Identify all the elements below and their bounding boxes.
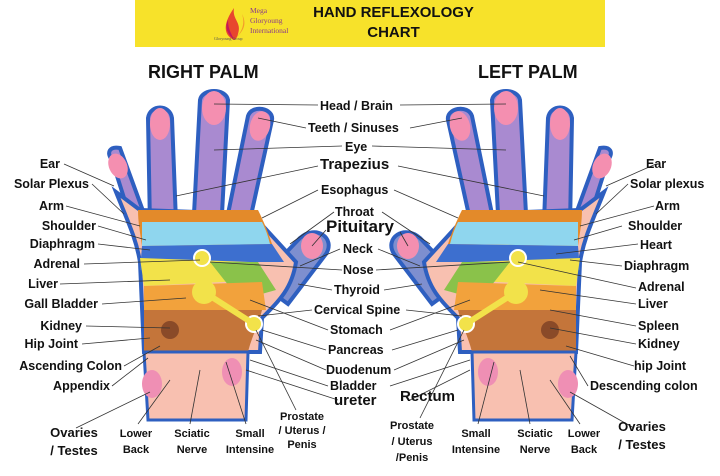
label-line: Intensine [225, 444, 275, 456]
label-line: / Uterus / [278, 425, 326, 437]
logo-line: International [250, 26, 289, 35]
left-label-spleen: Spleen [638, 319, 679, 333]
right-bottom-ovaries: Ovaries / Testes [44, 424, 104, 460]
label-line: Lower [119, 428, 153, 440]
left-bottom-ovaries: Ovaries / Testes [610, 418, 674, 454]
label-line: Small [461, 428, 491, 440]
right-bottom-sciatic-nerve: Sciatic Nerve [168, 426, 216, 458]
label-line: Nerve [519, 444, 551, 456]
left-label-arm: Arm [655, 199, 681, 213]
label-line: Prostate [389, 420, 435, 432]
left-label-descending-colon: Descending colon [590, 379, 698, 393]
left-bottom-small-intestine: Small Intensine [448, 426, 504, 458]
title-line-2: CHART [367, 24, 420, 41]
right-label-appendix: Appendix [53, 379, 110, 393]
label-line: Intensine [451, 444, 501, 456]
label-line: Sciatic [517, 428, 553, 440]
left-label-kidney: Kidney [638, 337, 680, 351]
logo-line: Gloryoung [250, 16, 283, 25]
right-label-diaphragm: Diaphragm [29, 237, 95, 251]
center-label-neck: Neck [343, 242, 373, 256]
left-bottom-lower-back: Lower Back [562, 426, 606, 458]
center-label-pancreas: Pancreas [328, 343, 384, 357]
center-label-pituitary: Pituitary [326, 217, 395, 236]
label-line: Ovaries [50, 425, 98, 440]
page-title: HAND REFLEXOLOGY CHART [306, 3, 481, 43]
header-banner [135, 0, 605, 47]
left-label-shoulder: Shoulder [628, 219, 683, 233]
right-label-arm: Arm [38, 199, 64, 213]
center-label-esophagus: Esophagus [321, 183, 389, 197]
center-label-throat: Throat [335, 205, 374, 219]
left-palm-title: LEFT PALM [478, 62, 578, 82]
label-line: Back [122, 444, 150, 456]
left-label-solar-plexus: Solar plexus [630, 177, 705, 191]
right-label-shoulder: Shoulder [41, 219, 96, 233]
right-label-gall-bladder: Gall Bladder [24, 297, 98, 311]
left-label-ear: Ear [646, 157, 667, 171]
label-line: /Penis [395, 452, 429, 464]
company-logo [225, 8, 245, 40]
right-bottom-prostate: Prostate / Uterus / Penis [272, 410, 332, 452]
label-line: Small [235, 428, 265, 440]
left-label-diaphragm: Diaphragm [624, 259, 690, 273]
label-line: Back [570, 444, 598, 456]
center-label-ureter: ureter [334, 392, 377, 409]
label-line: / Testes [50, 443, 98, 458]
left-label-liver: Liver [638, 297, 668, 311]
right-label-hip-joint: Hip Joint [24, 337, 78, 351]
center-label-cervical-spine: Cervical Spine [314, 303, 401, 317]
right-label-liver: Liver [28, 277, 58, 291]
label-line: Lower [567, 428, 601, 440]
left-bottom-prostate: Prostate / Uterus /Penis [382, 418, 442, 466]
center-label-eye: Eye [345, 140, 368, 154]
right-label-ascending-colon: Ascending Colon [19, 359, 122, 373]
center-label-trapezius: Trapezius [320, 156, 390, 173]
left-label-hip-joint: hip Joint [634, 359, 687, 373]
center-label-thyroid: Thyroid [334, 283, 380, 297]
right-label-solar-plexus: Solar Plexus [13, 177, 89, 191]
label-line: Penis [287, 439, 317, 451]
right-label-adrenal: Adrenal [33, 257, 80, 271]
center-label-teeth-sinuses: Teeth / Sinuses [308, 121, 399, 135]
center-label-bladder: Bladder [330, 379, 377, 393]
right-palm-title: RIGHT PALM [148, 62, 259, 82]
label-line: Ovaries [618, 419, 666, 434]
label-line: / Testes [618, 437, 666, 452]
center-label-nose: Nose [343, 263, 374, 277]
center-label-duodenum: Duodenum [326, 363, 392, 377]
right-label-kidney: Kidney [40, 319, 82, 333]
center-label-stomach: Stomach [330, 323, 383, 337]
title-line-1: HAND REFLEXOLOGY [313, 4, 474, 21]
label-line: / Uterus [391, 436, 433, 448]
center-label-head-brain: Head / Brain [320, 99, 393, 113]
label-line: Prostate [279, 411, 325, 423]
right-bottom-small-intestine: Small Intensine [222, 426, 278, 458]
logo-line: Mega [250, 6, 268, 15]
left-label-adrenal: Adrenal [638, 280, 685, 294]
left-label-heart: Heart [640, 238, 672, 252]
right-label-ear: Ear [39, 157, 60, 171]
logo-small-text: Gloryoung Group [214, 36, 243, 41]
center-label-rectum: Rectum [400, 388, 456, 405]
label-line: Nerve [176, 444, 208, 456]
left-bottom-sciatic-nerve: Sciatic Nerve [510, 426, 560, 458]
right-bottom-lower-back: Lower Back [114, 426, 158, 458]
label-line: Sciatic [174, 428, 210, 440]
